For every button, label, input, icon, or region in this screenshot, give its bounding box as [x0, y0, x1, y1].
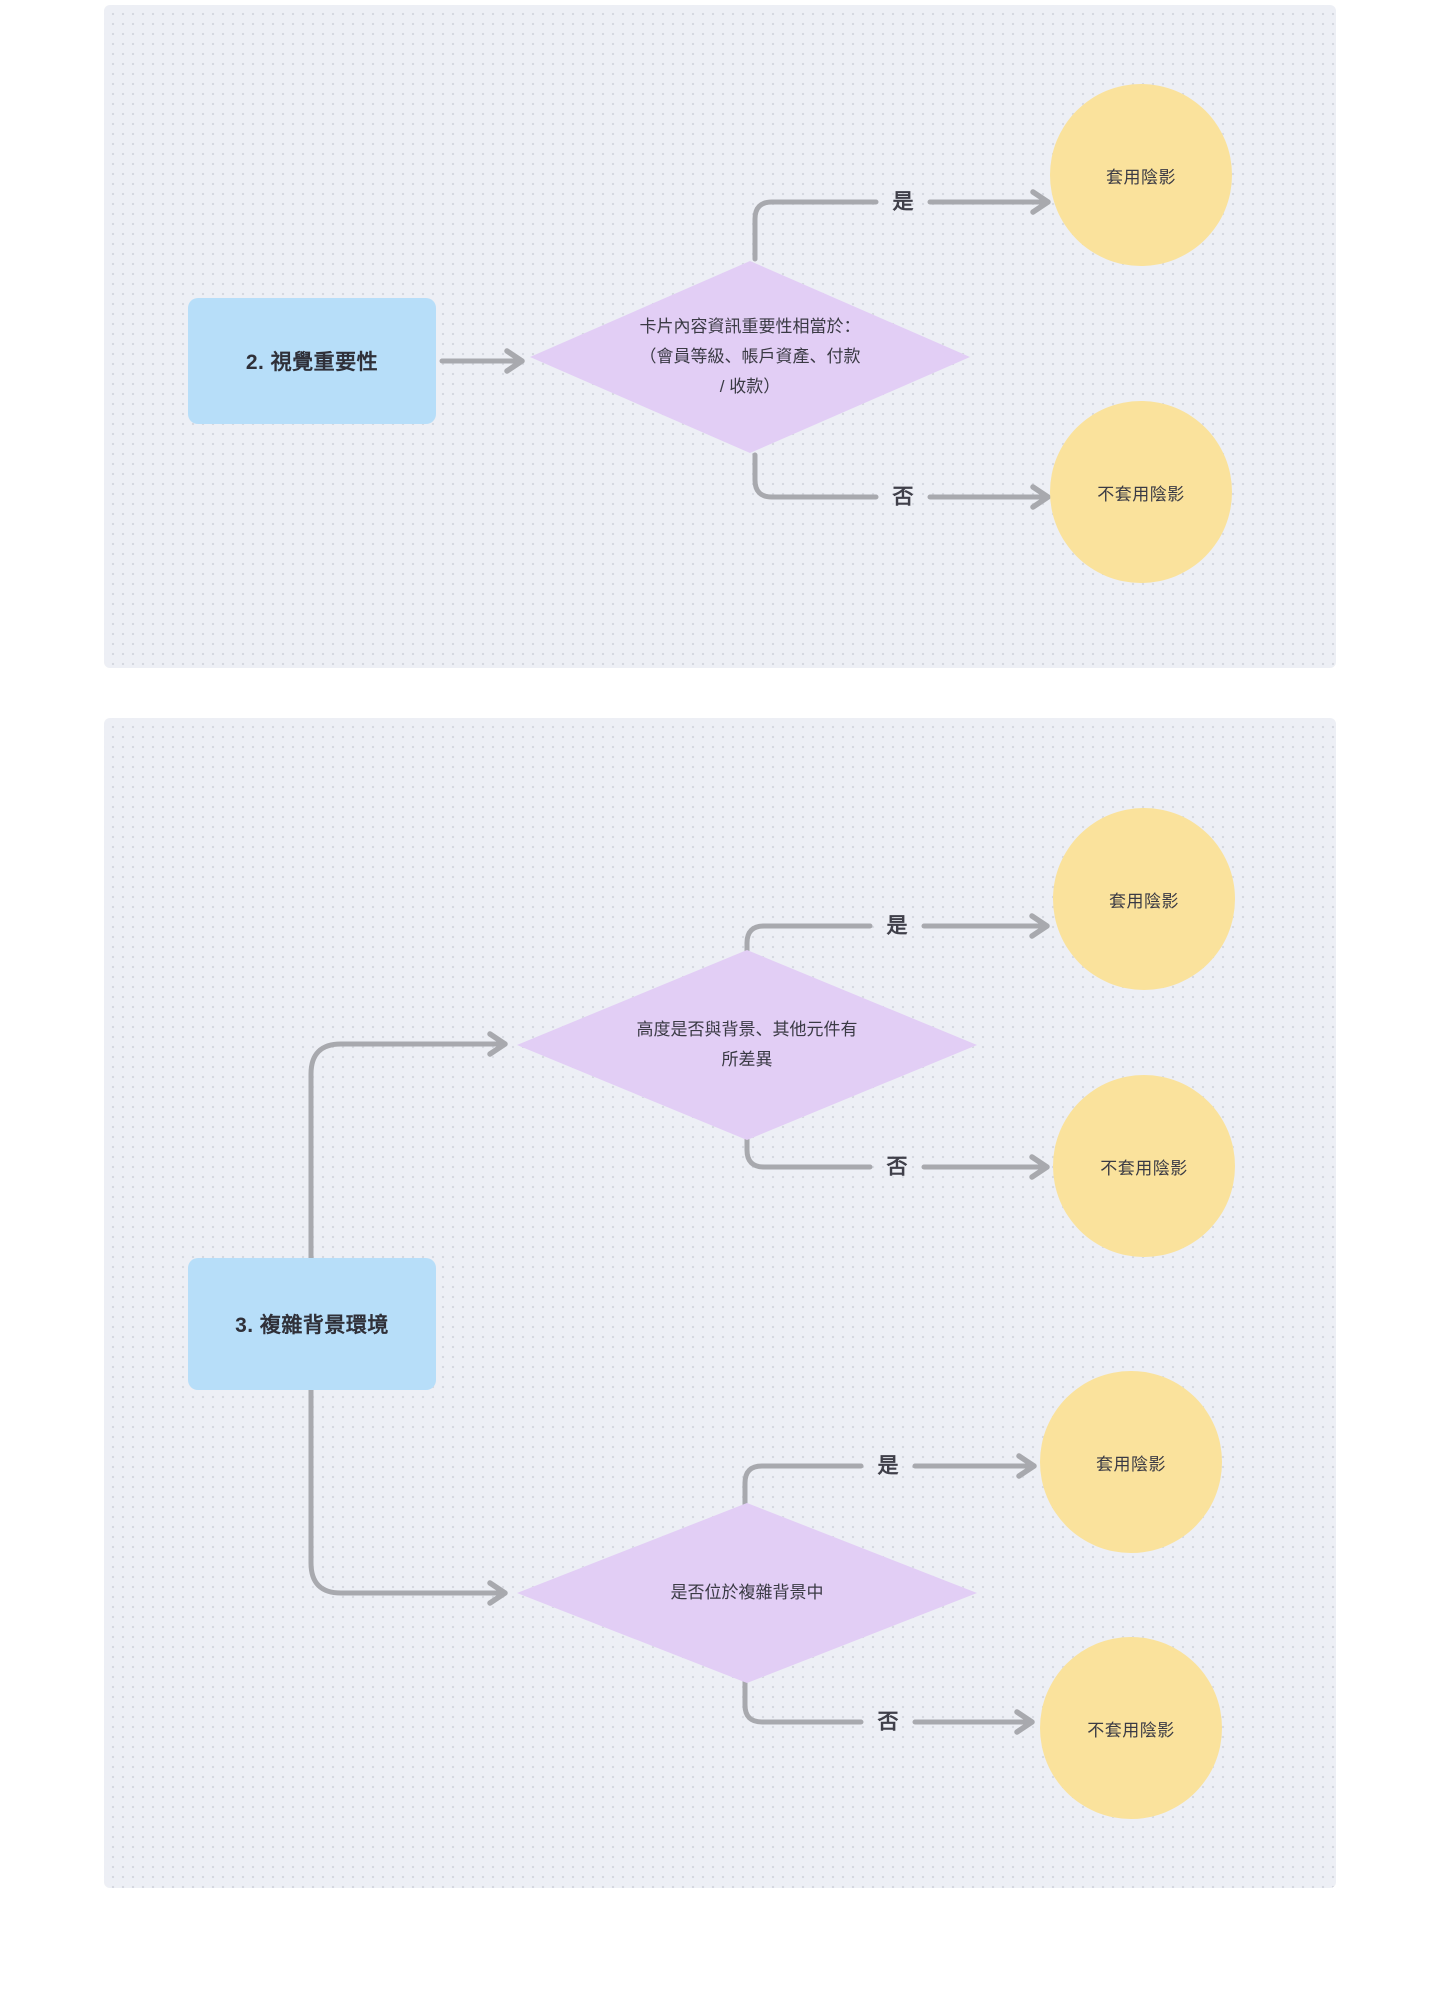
- start-node-visual-importance[interactable]: 2. 視覺重要性: [188, 298, 436, 424]
- result-apply-shadow[interactable]: 套用陰影: [1050, 84, 1232, 266]
- start-node-label: 2. 視覺重要性: [245, 351, 379, 374]
- start-node-label: 3. 複雜背景環境: [235, 1314, 389, 1337]
- edge-label-yes: 是: [877, 1454, 899, 1478]
- edge-label-no: 否: [877, 1710, 899, 1734]
- result-apply-shadow[interactable]: 套用陰影: [1053, 808, 1235, 990]
- result-label: 套用陰影: [1106, 167, 1176, 187]
- start-node-complex-background[interactable]: 3. 複雜背景環境: [188, 1258, 436, 1390]
- panel-complex-background: 3. 複雜背景環境 高度是否與背景、其他元件有所差異 是 否 套用陰影 不套用陰…: [104, 718, 1336, 1888]
- connector-start-to-decision-1: [308, 1031, 508, 1261]
- connector-no-elbow: [752, 452, 879, 500]
- edge-label-yes: 是: [886, 914, 908, 938]
- edge-label-yes: 是: [892, 190, 914, 214]
- connector-d1-no-elbow: [744, 1135, 873, 1170]
- result-label: 不套用陰影: [1087, 1720, 1175, 1740]
- result-no-shadow[interactable]: 不套用陰影: [1053, 1075, 1235, 1257]
- connector-lines: [439, 189, 1051, 510]
- result-label: 套用陰影: [1096, 1454, 1166, 1474]
- result-label: 套用陰影: [1109, 891, 1179, 911]
- decision-question: 是否位於複雜背景中: [670, 1583, 824, 1603]
- connector-d2-yes-elbow: [742, 1463, 864, 1508]
- decision-question: 高度是否與背景、其他元件有所差異: [636, 1020, 858, 1069]
- edge-label-no: 否: [886, 1155, 908, 1179]
- edge-label-no: 否: [892, 485, 914, 509]
- result-no-shadow[interactable]: 不套用陰影: [1040, 1637, 1222, 1819]
- result-no-shadow[interactable]: 不套用陰影: [1050, 401, 1232, 583]
- panel-visual-importance: 2. 視覺重要性 卡片內容資訊重要性相當於：（會員等級、帳戶資產、付款 / 收款…: [104, 5, 1336, 668]
- connector-d1-yes-elbow: [744, 923, 873, 955]
- result-label: 不套用陰影: [1097, 484, 1185, 504]
- result-apply-shadow[interactable]: 套用陰影: [1040, 1371, 1222, 1553]
- connector-d2-no-elbow: [742, 1678, 864, 1725]
- connector-yes-elbow: [752, 199, 879, 262]
- connector-start-to-decision-2: [308, 1387, 508, 1606]
- result-label: 不套用陰影: [1100, 1158, 1188, 1178]
- connector-lines: [308, 913, 1050, 1735]
- decision-question: 卡片內容資訊重要性相當於：（會員等級、帳戶資產、付款 / 收款）: [639, 317, 861, 396]
